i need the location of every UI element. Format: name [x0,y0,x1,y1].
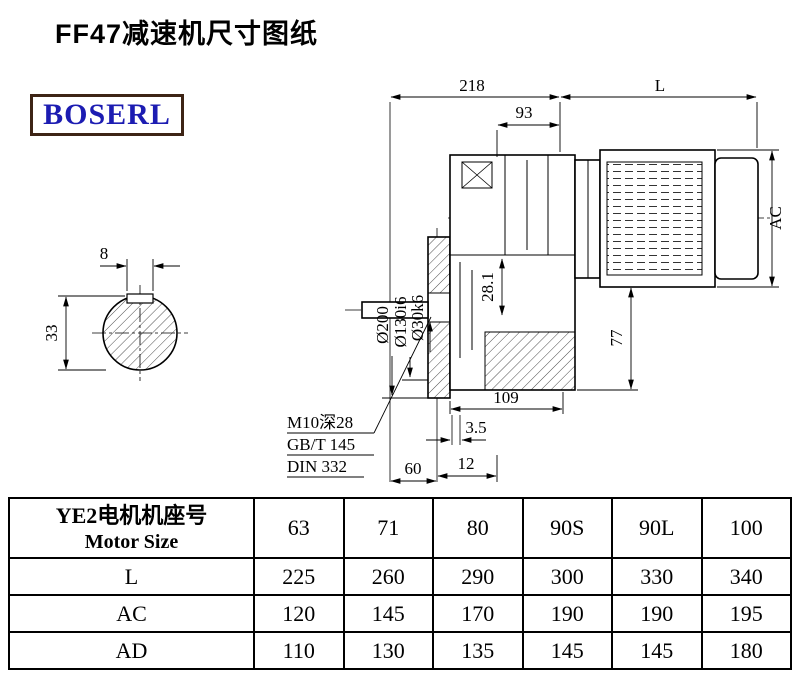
dim-AC-label: AC [766,206,785,230]
note-thread-label: M10深28 [287,413,353,432]
note-gbt-label: GB/T 145 [287,435,355,454]
value-cell: 145 [342,594,434,633]
value-cell: 195 [700,594,792,633]
dim-key-width-label: 8 [100,244,109,263]
dim-L-label: L [655,76,665,95]
value-cell: 290 [432,557,524,596]
size-table: YE2电机机座号 Motor Size 63 71 80 90S 90L 100… [8,497,792,670]
dim-flange-dia-label: Ø200 [373,306,392,344]
value-cell: 330 [611,557,703,596]
dim-spigot-dia-label: Ø130i6 [391,297,410,348]
note-din-label: DIN 332 [287,457,347,476]
dim-shaft-dia-label: Ø30k6 [408,295,427,341]
dim-28-1-label: 28.1 [478,272,497,302]
value-cell: 110 [253,631,345,670]
motor-size-header-cell: YE2电机机座号 Motor Size [8,497,255,559]
dim-218-label: 218 [459,76,485,95]
value-cell: 170 [432,594,524,633]
table-row-L: L 225 260 290 300 330 340 [8,557,792,596]
dimension-drawing: 8 33 [42,76,785,484]
reducer-side-view [345,102,770,482]
value-cell: 300 [521,557,613,596]
value-cell: 145 [521,631,613,670]
shaft-cross-section: 8 33 [42,244,188,381]
boserl-logo-text: BOSERL [43,98,171,131]
motor-size-header-cn: YE2电机机座号 [55,503,208,529]
value-cell: 225 [253,557,345,596]
table-row-AD: AD 110 130 135 145 145 180 [8,631,792,670]
dim-3-5-label: 3.5 [465,418,486,437]
row-label-cell: L [8,557,255,596]
size-cell: 63 [253,497,345,559]
dim-93-label: 93 [516,103,533,122]
dim-12-label: 12 [458,454,475,473]
dim-109-label: 109 [493,388,519,407]
table-header-row: YE2电机机座号 Motor Size 63 71 80 90S 90L 100 [8,497,792,559]
size-cell: 100 [700,497,792,559]
size-cell: 71 [342,497,434,559]
motor-size-header-en: Motor Size [84,530,179,553]
row-label-cell: AC [8,594,255,633]
value-cell: 130 [342,631,434,670]
boserl-logo: BOSERL [30,94,184,136]
size-cell: 80 [432,497,524,559]
value-cell: 340 [700,557,792,596]
dim-60-label: 60 [405,459,422,478]
value-cell: 190 [521,594,613,633]
value-cell: 180 [700,631,792,670]
value-cell: 190 [611,594,703,633]
page-title: FF47减速机尺寸图纸 [55,19,319,49]
value-cell: 145 [611,631,703,670]
dim-77-label: 77 [607,329,626,347]
value-cell: 120 [253,594,345,633]
table-row-AC: AC 120 145 170 190 190 195 [8,594,792,633]
row-label-cell: AD [8,631,255,670]
size-cell: 90L [611,497,703,559]
dimension-annotations: 218 L 93 AC Ø200 Ø130i6 Ø30k6 [373,76,785,484]
value-cell: 260 [342,557,434,596]
value-cell: 135 [432,631,524,670]
size-cell: 90S [521,497,613,559]
dim-shaft-height-label: 33 [42,325,61,342]
thread-notes: M10深28 GB/T 145 DIN 332 [287,316,432,478]
